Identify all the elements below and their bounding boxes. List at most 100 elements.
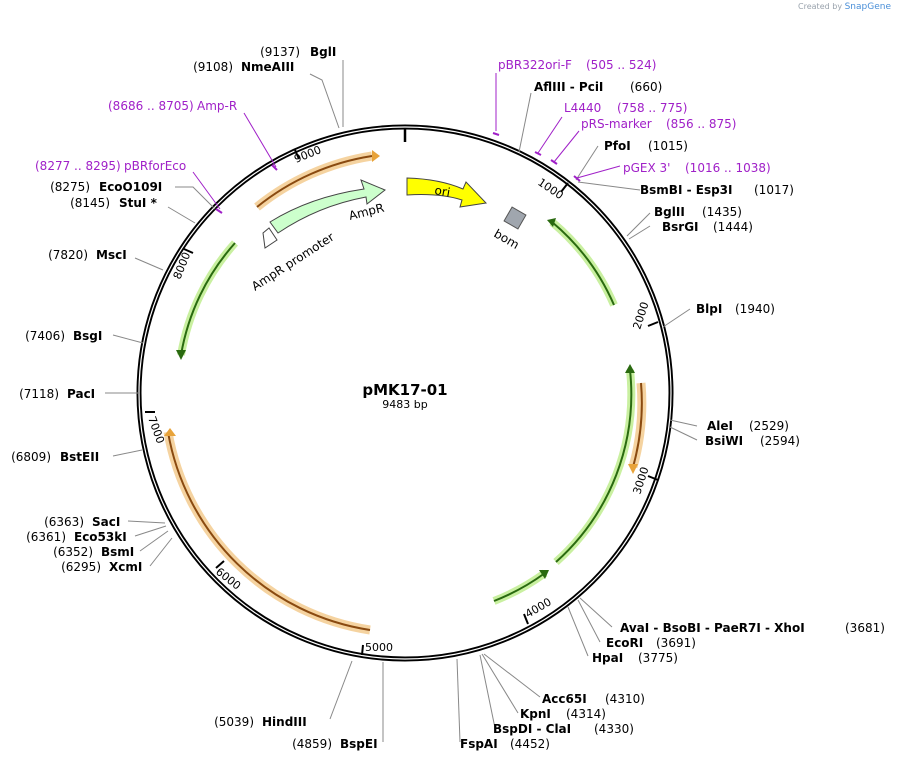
site-pos-xcmi: (6295)	[61, 560, 101, 574]
snapgene-logo: SnapGene	[844, 2, 891, 12]
primer-amp-r: Amp-R	[197, 99, 237, 113]
site-afliii-pcii: AflIII - PciI	[534, 80, 603, 94]
green-arrowhead-1	[176, 350, 186, 360]
primer-marks	[215, 132, 581, 214]
creator-credit: Created by SnapGene	[798, 2, 891, 12]
right-site-labels: AflIII - PciI (660) PfoI (1015) BsmBI - …	[460, 80, 885, 751]
site-pos-acc65i: (4310)	[605, 692, 645, 706]
ampr-promoter-feature: AmpR promoter	[249, 227, 337, 294]
tick-label-5000: 5000	[365, 641, 393, 654]
site-pos-msci: (7820)	[48, 248, 88, 262]
site-nmeaiii: NmeAIII	[241, 60, 294, 74]
ori-feature: ori	[406, 177, 488, 208]
site-kpni: KpnI	[520, 707, 551, 721]
site-saci: SacI	[92, 515, 120, 529]
site-bglii: BglII	[654, 205, 685, 219]
orange-arrowhead-2	[628, 464, 638, 474]
site-bgli: BglI	[310, 45, 336, 59]
orange-arcs	[163, 151, 647, 635]
primer-range-pbr322ori-f: (505 .. 524)	[586, 58, 656, 72]
primer-labels: pBR322ori-F (505 .. 524) L4440 (758 .. 7…	[35, 58, 771, 175]
site-pos-bspei: (4859)	[292, 737, 332, 751]
primer-pbrforeco: pBRforEco	[124, 159, 186, 173]
site-bsgi: BsgI	[73, 329, 102, 343]
site-alei: AleI	[707, 419, 733, 433]
primer-range-prs-marker: (856 .. 875)	[666, 117, 736, 131]
site-pos-bsmbi: (1017)	[754, 183, 794, 197]
site-acc65i: Acc65I	[542, 692, 587, 706]
primer-prs-marker: pRS-marker	[581, 117, 652, 131]
site-pos-pfoi: (1015)	[648, 139, 688, 153]
site-xcmi: XcmI	[109, 560, 142, 574]
site-msci: MscI	[96, 248, 127, 262]
leader-lines	[105, 60, 698, 743]
tick-label-7000: 7000	[145, 415, 167, 446]
site-pos-bsteii: (6809)	[11, 450, 51, 464]
site-pos-alei: (2529)	[749, 419, 789, 433]
tick-label-9000: 9000	[292, 143, 323, 166]
primer-pgex3: pGEX 3'	[623, 161, 670, 175]
plasmid-name: pMK17-01	[362, 381, 447, 399]
green-arrowhead-3	[625, 364, 635, 373]
site-pos-eco53ki: (6361)	[26, 530, 66, 544]
primer-pbr322ori-f: pBR322ori-F	[498, 58, 572, 72]
site-pos-blpi: (1940)	[735, 302, 775, 316]
site-bsrgi: BsrGI	[662, 220, 699, 234]
site-pos-paci: (7118)	[19, 387, 59, 401]
site-pos-ecoo109i: (8275)	[50, 180, 90, 194]
ampr-label: AmpR	[347, 201, 385, 223]
site-pos-bglii: (1435)	[702, 205, 742, 219]
site-pos-bgli: (9137)	[260, 45, 300, 59]
site-pos-hpai: (3775)	[638, 651, 678, 665]
site-pos-bsrgi: (1444)	[713, 220, 753, 234]
site-blpi: BlpI	[696, 302, 722, 316]
site-bsmi: BsmI	[101, 545, 134, 559]
site-pos-bsgi: (7406)	[25, 329, 65, 343]
primer-range-pbrforeco: (8277 .. 8295)	[35, 159, 121, 173]
site-pos-kpni: (4314)	[566, 707, 606, 721]
plasmid-size: 9483 bp	[382, 398, 427, 411]
site-bsteii: BstEII	[60, 450, 99, 464]
bom-feature: bom	[492, 206, 527, 252]
site-pos-hindiii: (5039)	[214, 715, 254, 729]
site-paci: PacI	[67, 387, 95, 401]
site-pos-saci: (6363)	[44, 515, 84, 529]
primer-l4440: L4440	[564, 101, 601, 115]
site-hpai: HpaI	[592, 651, 623, 665]
left-site-labels: (9137) BglI (9108) NmeAIII (8275) EcoO10…	[11, 45, 377, 751]
site-pos-avai: (3681)	[845, 621, 885, 635]
tick-label-8000: 8000	[171, 250, 194, 281]
site-pfoi: PfoI	[604, 139, 631, 153]
site-avai-group: AvaI - BsoBI - PaeR7I - XhoI	[620, 621, 805, 635]
site-eco53ki: Eco53kI	[74, 530, 127, 544]
site-pos-stui: (8145)	[70, 196, 110, 210]
site-pos-fspai: (4452)	[510, 737, 550, 751]
site-pos-bsiwi: (2594)	[760, 434, 800, 448]
green-arcs	[177, 218, 636, 605]
site-pos-nmeaiii: (9108)	[193, 60, 233, 74]
site-pos-afliii: (660)	[630, 80, 662, 94]
ampr-promoter-label: AmpR promoter	[249, 230, 337, 294]
site-pos-bsmi: (6352)	[53, 545, 93, 559]
created-by-text: Created by	[798, 2, 843, 11]
site-ecori: EcoRI	[606, 636, 643, 650]
primer-leader-lines	[192, 73, 621, 210]
primer-range-l4440: (758 .. 775)	[617, 101, 687, 115]
site-pos-ecori: (3691)	[656, 636, 696, 650]
site-bsiwi: BsiWI	[705, 434, 743, 448]
green-arrowhead-4	[539, 570, 549, 579]
green-arrowhead-2	[547, 218, 556, 227]
site-bsmbi-esp3i: BsmBI - Esp3I	[640, 183, 732, 197]
site-hindiii: HindIII	[262, 715, 307, 729]
primer-range-pgex3: (1016 .. 1038)	[685, 161, 771, 175]
orange-arrowhead-1	[372, 150, 380, 162]
site-pos-bspdi: (4330)	[594, 722, 634, 736]
site-ecoo109i: EcoO109I	[99, 180, 162, 194]
tick-marks	[145, 149, 659, 656]
orange-arrowhead-3	[164, 428, 176, 436]
ori-label: ori	[433, 183, 451, 199]
site-fspai: FspAI	[460, 737, 498, 751]
site-bspei: BspEI	[340, 737, 378, 751]
primer-range-amp-r: (8686 .. 8705)	[108, 99, 194, 113]
